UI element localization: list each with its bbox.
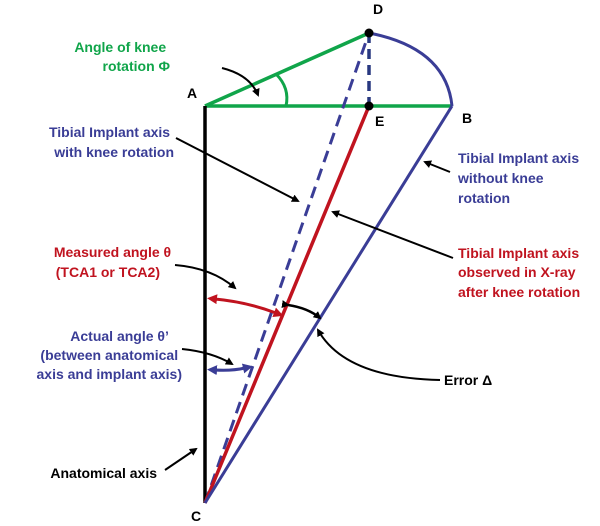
anatomical-axis-label: Anatomical axis [50,465,157,481]
pointer-anatomical-axis [164,447,198,471]
measured-angle-arc [207,294,284,317]
point-e-label: E [375,113,384,129]
line-a-d [204,31,370,108]
tibial-without-rotation-label: Tibial Implant axis without knee rotatio… [457,150,583,206]
actual-angle-label: Actual angle θ’ (between anatomical axis… [37,328,183,382]
pointer-tibial-without-rotation [423,160,451,173]
angle-knee-rotation-label: Angle of knee rotation Φ [74,39,170,74]
point-b-label: B [462,110,472,126]
measured-angle-label: Measured angle θ (TCA1 or TCA2) [54,244,175,280]
point-d-dot [364,28,374,38]
point-a-label: A [187,85,197,101]
tibial-with-rotation-line [203,32,371,504]
error-label: Error Δ [444,372,492,388]
pointer-angle-phi [221,67,260,97]
pointer-actual-angle [181,348,234,366]
actual-angle-arc [207,363,253,376]
pointer-tibial-observed [331,210,454,259]
tibial-with-rotation-label: Tibial Implant axis with knee rotation [49,124,174,160]
point-d-label: D [373,1,383,17]
arc-d-b [368,31,454,107]
error-arc [281,300,322,320]
point-c-label: C [191,508,201,524]
pointer-error [317,328,441,381]
pointer-tibial-with-rotation [175,137,300,202]
angle-phi-arc [274,72,289,107]
point-e-dot [364,101,374,111]
tibial-observed-label: Tibial Implant axis observed in X-ray af… [458,245,583,300]
pointer-measured-angle [174,264,237,290]
tibial-without-rotation-line [203,105,454,504]
